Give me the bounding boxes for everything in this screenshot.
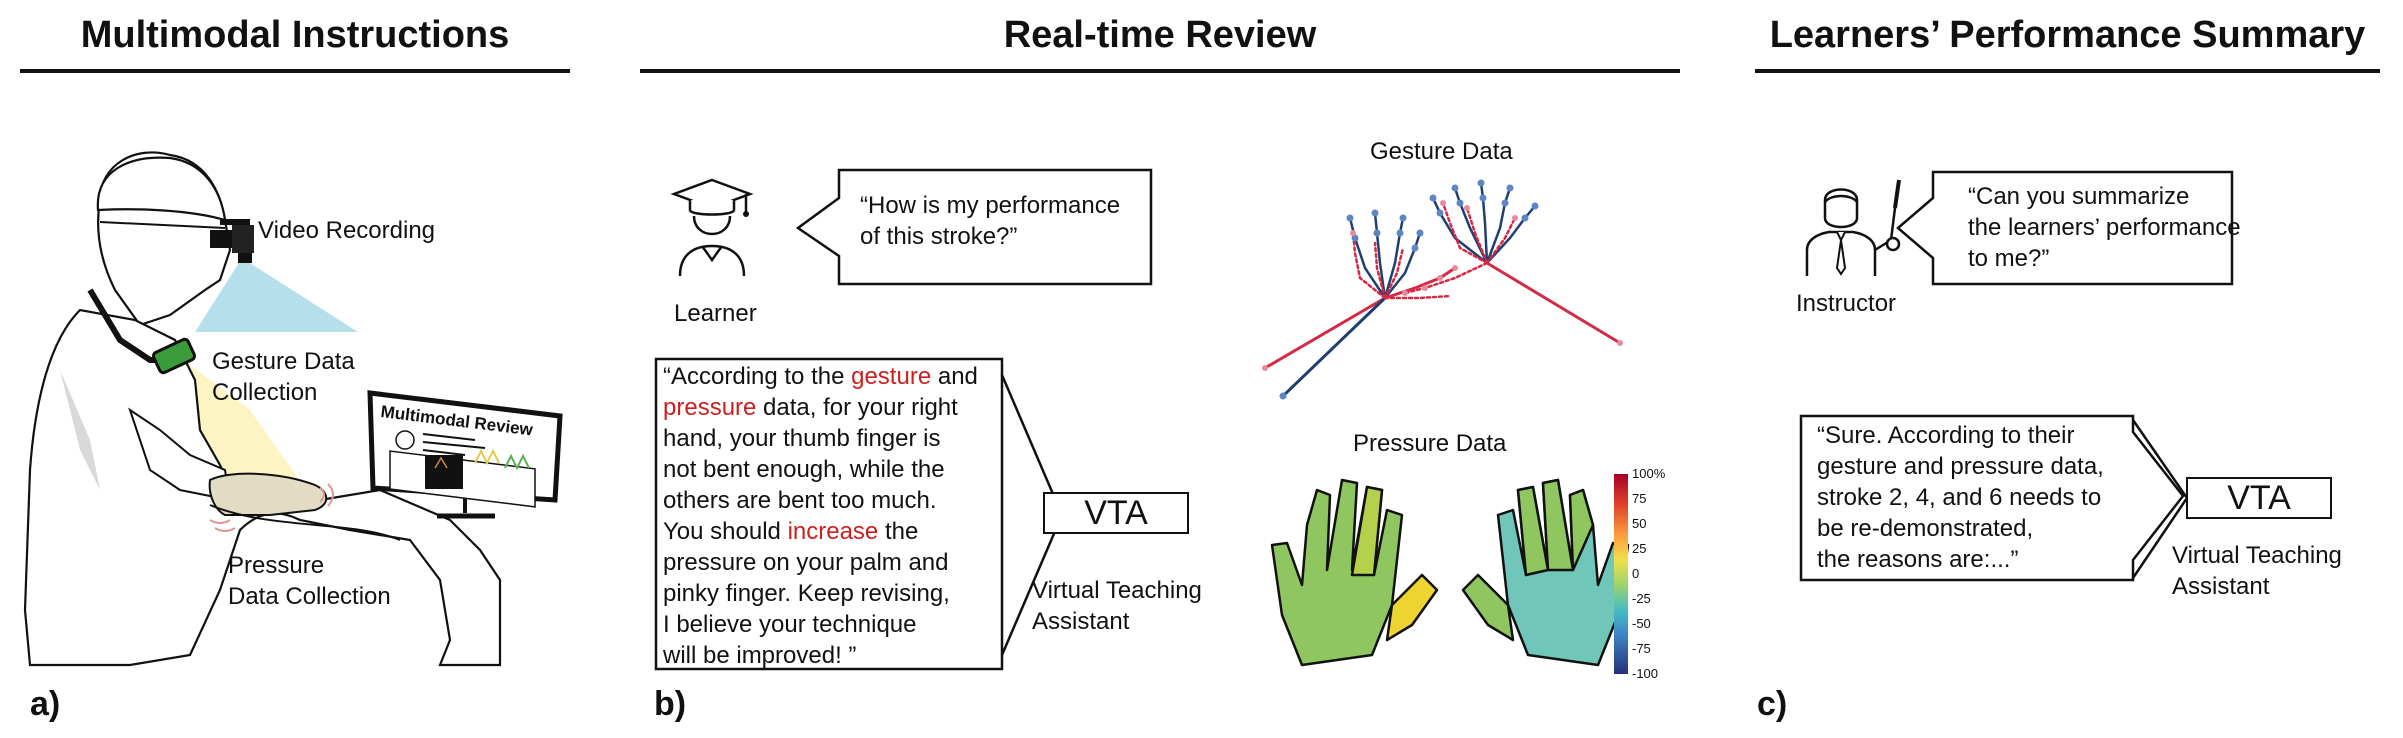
vta-response-line: will be improved! ”	[663, 640, 978, 671]
instructor-question-text: “Can you summarize the learners’ perform…	[1968, 181, 2241, 274]
vta-summary-line: the reasons are:...”	[1817, 546, 2019, 573]
pressure-colorbar	[1614, 474, 1628, 674]
vta-response-line: “According to the gesture and	[663, 361, 978, 392]
instructor-label: Instructor	[1796, 290, 1897, 317]
gesture-collection-label-1: Gesture Data	[212, 348, 355, 375]
instructor-question-line: to me?”	[1968, 245, 2050, 272]
highlighted-keyword: increase	[787, 518, 879, 545]
colorbar-tick-label: -75	[1632, 641, 1651, 656]
person-body	[23, 308, 502, 667]
person-hands	[208, 472, 328, 516]
gesture-skeleton-plot	[1262, 179, 1623, 400]
vta-summary-text: “Sure. According to their gesture and pre…	[1817, 420, 2104, 575]
pressure-hand-right	[1461, 478, 1630, 667]
vta-response-line: pressure on your palm and	[663, 547, 978, 578]
response-text-segment: hand, your thumb finger is	[663, 425, 941, 452]
instructor-question-bubble	[1896, 170, 2234, 286]
camera-beam	[195, 258, 358, 332]
vta-box-c: VTA	[2186, 477, 2332, 519]
response-text-segment: You should	[663, 518, 788, 545]
response-text-segment: pinky finger. Keep revising,	[663, 580, 950, 607]
colorbar-ticks: 100% 75 50 25 0 -25 -50 -75 -100	[1632, 466, 1692, 682]
colorbar-tick-label: -100	[1632, 666, 1659, 681]
video-recording-label: Video Recording	[258, 217, 436, 244]
vta-label-b-2: Assistant	[1032, 608, 1130, 635]
vta-response-line: not bent enough, while the	[663, 454, 978, 485]
response-text-segment: “According to the	[663, 363, 852, 390]
instructor-teacher-icon	[1805, 179, 1901, 276]
vta-response-line: hand, your thumb finger is	[663, 423, 978, 454]
vta-summary-bubble	[1799, 414, 2185, 582]
pressure-collection-label-1: Pressure	[228, 552, 325, 579]
vta-response-bubble	[654, 357, 1064, 671]
panel-c-label: c)	[1757, 685, 1788, 723]
vta-response-line: others are bent too much.	[663, 485, 978, 516]
panel-a-title-underline	[20, 69, 570, 73]
response-text-segment: I believe your technique	[663, 611, 917, 638]
vta-summary-line: “Sure. According to their	[1817, 422, 2075, 449]
colorbar-tick-label: 50	[1632, 516, 1647, 531]
colorbar-tick-label: -25	[1632, 591, 1651, 606]
colorbar-tick-label: 25	[1632, 541, 1647, 556]
vta-response-line: You should increase the	[663, 516, 978, 547]
head-camera-icon	[210, 219, 254, 263]
panel-b-label: b)	[654, 685, 687, 723]
instructor-question-line: the learners’ performance	[1968, 214, 2241, 241]
vta-response-line: I believe your technique	[663, 609, 978, 640]
response-text-segment: not bent enough, while the	[663, 456, 945, 483]
colorbar-tick-label: 75	[1632, 491, 1647, 506]
gesture-collection-label-2: Collection	[212, 379, 318, 406]
panel-b-title: Real-time Review	[1003, 14, 1317, 56]
review-monitor	[367, 390, 563, 519]
response-text-segment: others are bent too much.	[663, 487, 937, 514]
response-text-segment: pressure on your palm and	[663, 549, 949, 576]
panel-b-title-underline	[640, 69, 1680, 73]
response-text-segment: data, for your right	[756, 394, 958, 421]
gesture-sensor-icon	[151, 337, 197, 375]
learner-graduate-icon	[670, 178, 754, 277]
learner-question-bubble	[795, 168, 1153, 286]
panel-a-label: a)	[30, 685, 61, 723]
vta-response-line: pressure data, for your right	[663, 392, 978, 423]
colorbar-tick-label: -50	[1632, 616, 1651, 631]
vta-summary-line: gesture and pressure data,	[1817, 453, 2104, 480]
panel-a-title: Multimodal Instructions	[80, 14, 510, 56]
panel-c-title-underline	[1755, 69, 2380, 73]
instructor-question-line: “Can you summarize	[1968, 183, 2190, 210]
pressure-collection-label-2: Data Collection	[228, 583, 391, 610]
vta-summary-line: be re-demonstrated,	[1817, 515, 2034, 542]
vta-box-b: VTA	[1043, 492, 1189, 534]
response-text-segment: the	[878, 518, 919, 545]
panel-c-title: Learners’ Performance Summary	[1769, 14, 2366, 56]
vta-label-c-1: Virtual Teaching	[2172, 542, 2342, 569]
highlighted-keyword: pressure	[663, 394, 757, 421]
response-text-segment: and	[931, 363, 978, 390]
vta-response-line: pinky finger. Keep revising,	[663, 578, 978, 609]
response-text-segment: will be improved! ”	[663, 642, 857, 669]
learner-label: Learner	[674, 300, 757, 327]
person-cap	[96, 156, 227, 222]
panel-a-illustration	[23, 151, 502, 667]
highlighted-keyword: gesture	[851, 363, 932, 390]
learner-question-text: “How is my performance of this stroke?”	[860, 190, 1120, 252]
vta-label-c-2: Assistant	[2172, 573, 2270, 600]
vta-label-b-1: Virtual Teaching	[1032, 577, 1202, 604]
gesture-data-title: Gesture Data	[1370, 138, 1513, 165]
colorbar-tick-label: 0	[1632, 566, 1640, 581]
pressure-data-title: Pressure Data	[1353, 430, 1507, 457]
learner-question-line: of this stroke?”	[860, 223, 1018, 250]
learner-question-line: “How is my performance	[860, 192, 1121, 219]
vta-summary-line: stroke 2, 4, and 6 needs to	[1817, 484, 2102, 511]
pressure-hand-left	[1270, 478, 1439, 667]
colorbar-tick-label: 100%	[1632, 466, 1666, 481]
monitor-robot-icon	[395, 430, 415, 450]
